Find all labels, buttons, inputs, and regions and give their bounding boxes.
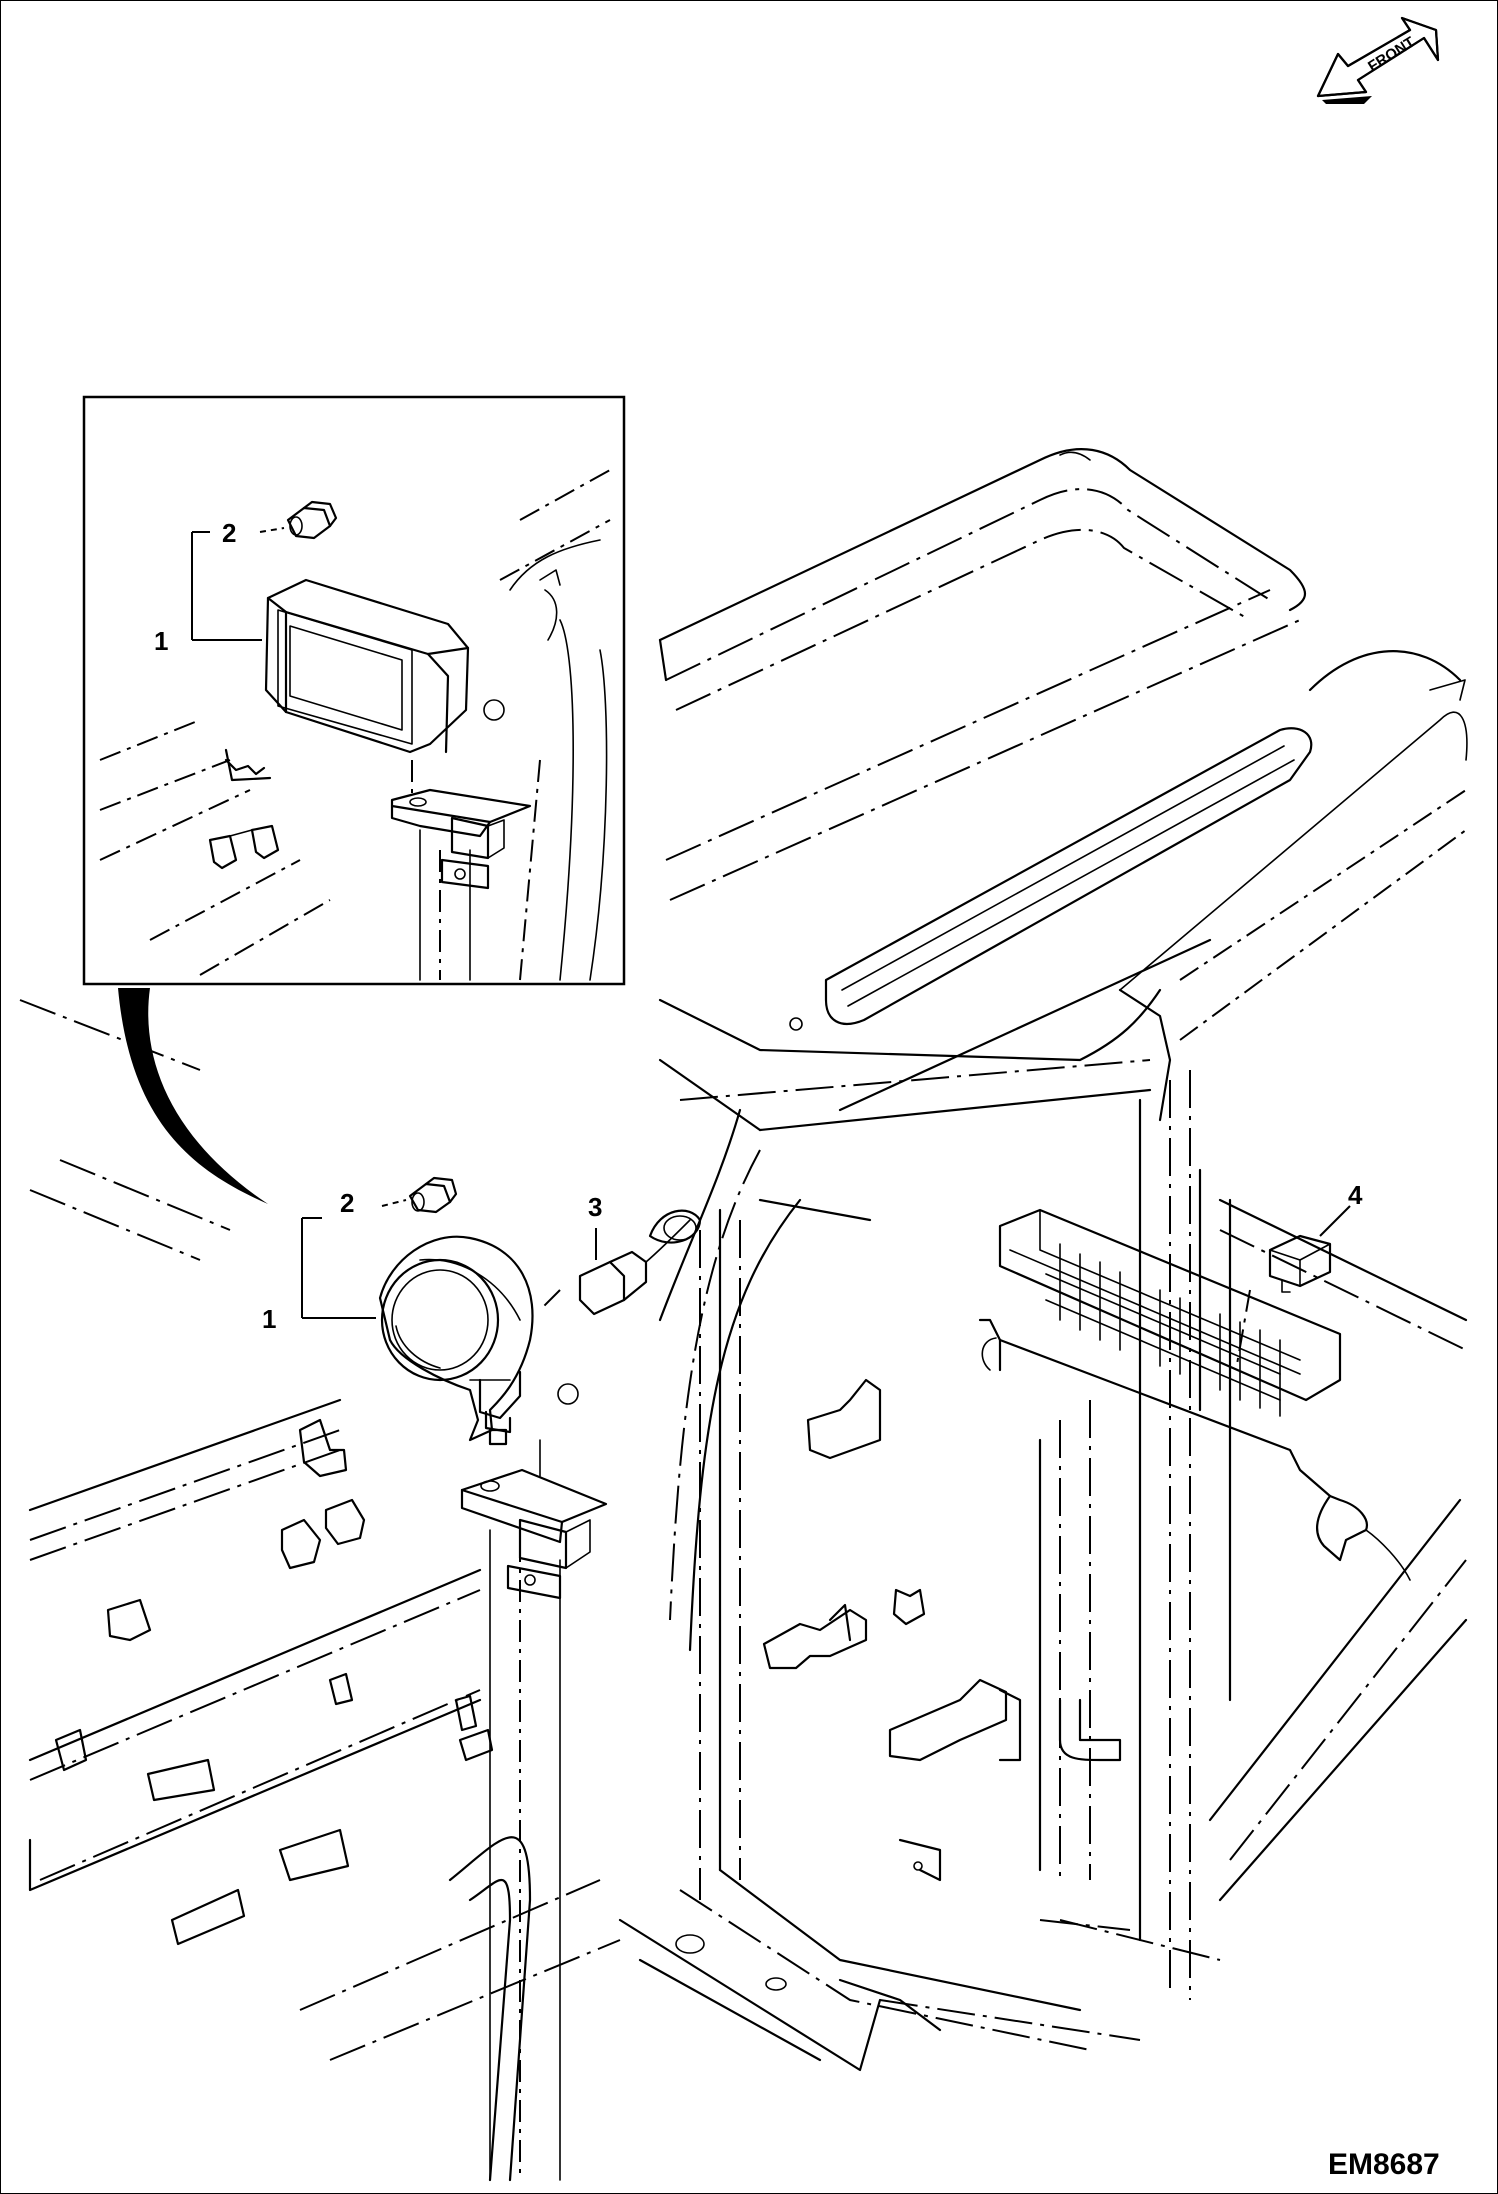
round-work-lamp — [378, 1235, 534, 1446]
callout-inset-bolt: 2 — [222, 518, 236, 548]
document-id: EM8687 — [1328, 2148, 1440, 2181]
callout-main-lamp: 1 — [262, 1304, 276, 1334]
callout-relay: 4 — [1348, 1180, 1363, 1210]
inset-detail: 2 1 — [82, 395, 626, 986]
callout-main-bolt: 2 — [340, 1188, 354, 1218]
relay-panel — [978, 1208, 1411, 1581]
inset-pointer-arrow — [118, 988, 268, 1204]
rectangular-work-lamp — [264, 578, 470, 796]
callout-connector: 3 — [588, 1192, 602, 1222]
inset-mounting-bolt — [286, 500, 338, 540]
front-arrow-icon: FRONT — [1316, 16, 1440, 104]
callout-inset-lamp: 1 — [154, 626, 168, 656]
cab-frame-structure — [19, 448, 1468, 2182]
main-lamp-mount-bracket — [460, 1439, 608, 1600]
main-mounting-bolt — [408, 1176, 458, 1214]
relay-unit — [1268, 1234, 1332, 1293]
wiring-connector — [539, 1209, 702, 1405]
relay-slots — [1045, 1243, 1281, 1417]
